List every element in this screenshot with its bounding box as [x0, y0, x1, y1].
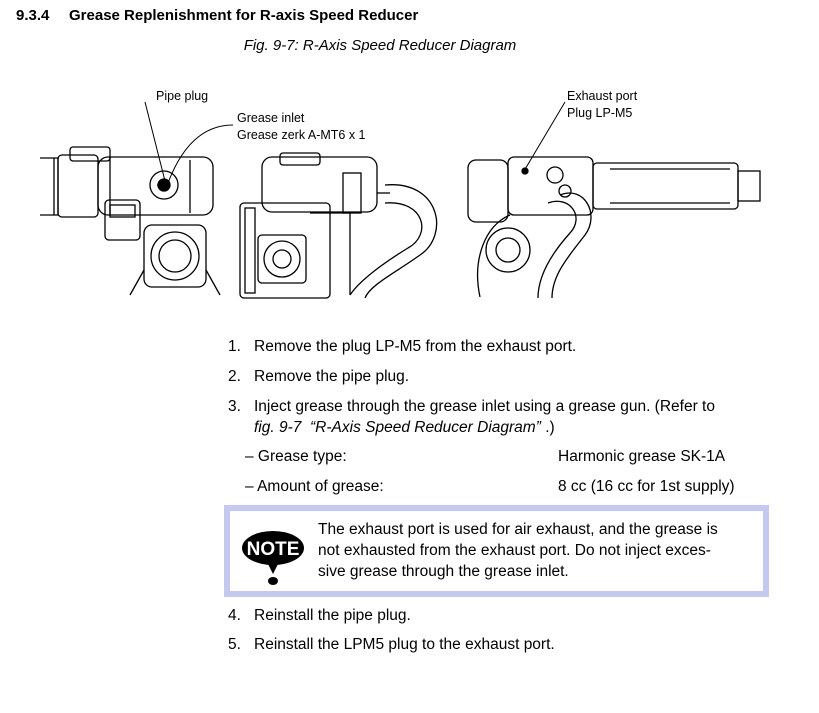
step-text-main: Inject grease through the grease inlet u…	[254, 398, 715, 415]
step-number: 4.	[228, 607, 241, 624]
step-text: Remove the plug LP-M5 from the exhaust p…	[254, 338, 577, 355]
spec-label: – Amount of grease:	[245, 478, 384, 495]
step-number: 2.	[228, 368, 241, 385]
step-text: Inject grease through the grease inlet u…	[254, 396, 764, 438]
spec-value: 8 cc (16 cc for 1st supply)	[558, 478, 735, 495]
pipe-plug-label: Pipe plug	[156, 89, 209, 103]
step-number: 3.	[228, 398, 241, 415]
step-text-end: .)	[545, 419, 555, 436]
right-view-drawing	[467, 156, 761, 299]
note-line: not exhausted from the exhaust port. Do …	[318, 542, 711, 559]
grease-zerk-label: Grease zerk A-MT6 x 1	[237, 128, 366, 142]
note-line: The exhaust port is used for air exhaust…	[318, 521, 718, 538]
step-number: 5.	[228, 636, 241, 653]
section-heading: 9.3.4 Grease Replenishment for R-axis Spe…	[16, 7, 418, 24]
step-text: Remove the pipe plug.	[254, 368, 410, 385]
section-title: Grease Replenishment for R-axis Speed Re…	[69, 7, 419, 24]
left-view-drawing	[40, 146, 221, 296]
figure-reference: fig. 9-7	[254, 419, 302, 436]
robot-drawing	[40, 101, 761, 299]
grease-inlet-label: Grease inlet	[237, 111, 305, 125]
note-box: NOTE The exhaust port is used for air ex…	[224, 505, 769, 597]
step-number: 1.	[228, 338, 241, 355]
figure-reference-title: “R-Axis Speed Reducer Diagram”	[310, 419, 541, 436]
section-number: 9.3.4	[16, 7, 50, 24]
spec-label: – Grease type:	[245, 448, 347, 465]
step-text: Reinstall the LPM5 plug to the exhaust p…	[254, 636, 555, 653]
figure-caption: Fig. 9-7: R-Axis Speed Reducer Diagram	[243, 37, 517, 54]
speed-reducer-diagram: Pipe plug Grease inlet Grease zerk A-MT6…	[40, 85, 780, 305]
plug-lp-label: Plug LP-M5	[567, 106, 633, 120]
note-text: The exhaust port is used for air exhaust…	[318, 519, 758, 582]
note-icon: NOTE	[242, 531, 304, 585]
middle-view-drawing	[239, 152, 438, 299]
exhaust-port-label: Exhaust port	[567, 89, 638, 103]
callout-leaders	[144, 101, 566, 184]
spec-value: Harmonic grease SK-1A	[558, 448, 726, 465]
step-text: Reinstall the pipe plug.	[254, 607, 411, 624]
note-icon-label: NOTE	[247, 539, 300, 560]
note-line: sive grease through the grease inlet.	[318, 563, 569, 580]
